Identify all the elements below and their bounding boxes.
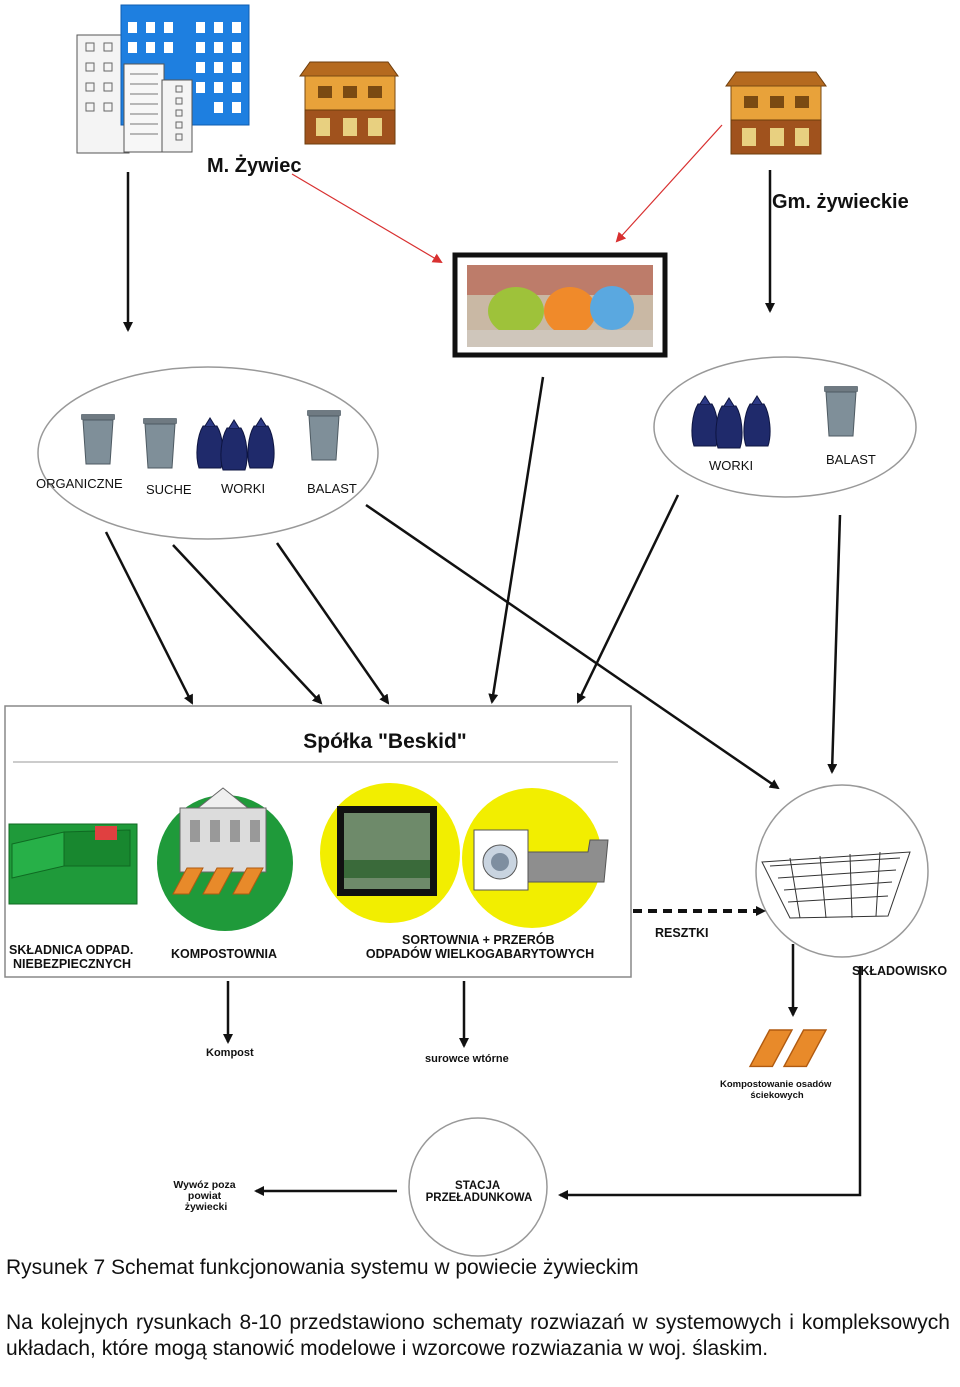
city-buildings-icon	[76, 4, 250, 154]
recyclables-label: surowce wtórne	[425, 1053, 509, 1065]
bin-label-dry: SUCHE	[146, 482, 192, 497]
export-line-3: żywiecki	[185, 1201, 228, 1213]
commune-ballast-bin-icon	[823, 385, 859, 437]
residues-label: RESZTKI	[655, 926, 708, 940]
facility-hazardous-label: SKŁADNICA ODPAD. NIEBEZPIECZNYCH	[9, 943, 137, 971]
ballast-bin-icon	[306, 409, 342, 461]
arrow-communes-to-containers	[615, 124, 723, 243]
commune-label-bags: WORKI	[709, 458, 753, 473]
bin-label-bags: WORKI	[221, 481, 265, 496]
body-paragraph: Na kolejnych rysunkach 8-10 przedstawion…	[6, 1311, 950, 1360]
landfill-circle	[755, 784, 929, 958]
sludge-composting-line-2: ściekowych	[750, 1090, 804, 1101]
sludge-compost-piles-icon	[749, 1029, 827, 1068]
facility-sorting-line-1: SORTOWNIA + PRZERÓB	[402, 932, 554, 947]
arrow-landfill-to-transfer	[558, 966, 862, 1200]
transfer-station-line-2: PRZEŁADUNKOWA	[426, 1192, 533, 1204]
commune-waste-bags-icon	[691, 395, 771, 449]
arrow-city-to-containers	[291, 173, 443, 264]
city-house-icon	[299, 61, 399, 145]
facility-sorting-label: SORTOWNIA + PRZERÓB ODPADÓW WIELKOGABARY…	[366, 932, 594, 961]
transfer-station-line-1: STACJA	[455, 1180, 500, 1192]
recycling-containers-photo	[452, 252, 668, 358]
composting-plant-icon	[157, 787, 293, 931]
dry-bin-icon	[142, 417, 178, 469]
facility-composting-label: KOMPOSTOWNIA	[171, 947, 277, 961]
transfer-station-circle	[408, 1117, 548, 1257]
arrow-commune-ballast-to-landfill	[827, 514, 842, 774]
sludge-composting-label: Kompostowanie osadów ściekowych	[720, 1079, 834, 1101]
company-title: Spółka "Beskid"	[303, 730, 466, 753]
bin-label-ballast: BALAST	[307, 481, 357, 496]
bulky-waste-icon	[462, 788, 609, 928]
arrow-dry-to-company	[172, 544, 323, 705]
export-label: Wywóz poza powiat żywiecki	[173, 1179, 238, 1213]
commune-house-icon	[725, 71, 827, 155]
arrow-city-ballast-to-landfill	[365, 503, 780, 790]
waste-bags-icon	[196, 417, 275, 471]
sorting-plant-icon	[320, 783, 460, 923]
compost-label: Kompost	[206, 1047, 254, 1059]
city-label: M. Żywiec	[207, 154, 301, 177]
landfill-pit-icon	[761, 851, 911, 919]
commune-label-ballast: BALAST	[826, 452, 876, 467]
transfer-station-label: STACJA PRZEŁADUNKOWA	[426, 1180, 533, 1204]
arrow-organic-to-company	[104, 531, 194, 705]
arrow-bags-to-company	[275, 542, 390, 705]
hazardous-store-photo	[8, 823, 138, 905]
export-line-1: Wywóz poza	[173, 1179, 235, 1191]
arrow-containers-to-company	[488, 376, 545, 704]
facility-sorting-line-2: ODPADÓW WIELKOGABARYTOWYCH	[366, 946, 594, 961]
figure-caption: Rysunek 7 Schemat funkcjonowania systemu…	[6, 1256, 639, 1279]
sludge-composting-line-1: Kompostowanie osadów	[720, 1079, 832, 1090]
organic-bin-icon	[80, 413, 116, 465]
landfill-label: SKŁADOWISKO	[852, 964, 947, 978]
communes-label: Gm. żywieckie	[772, 191, 909, 213]
facility-hazardous-line-1: SKŁADNICA ODPAD.	[9, 943, 133, 957]
facility-hazardous-line-2: NIEBEZPIECZNYCH	[13, 957, 131, 971]
bin-label-organic: ORGANICZNE	[36, 476, 123, 491]
export-line-2: powiat	[188, 1190, 222, 1202]
arrow-commune-bags-to-company	[576, 494, 680, 704]
